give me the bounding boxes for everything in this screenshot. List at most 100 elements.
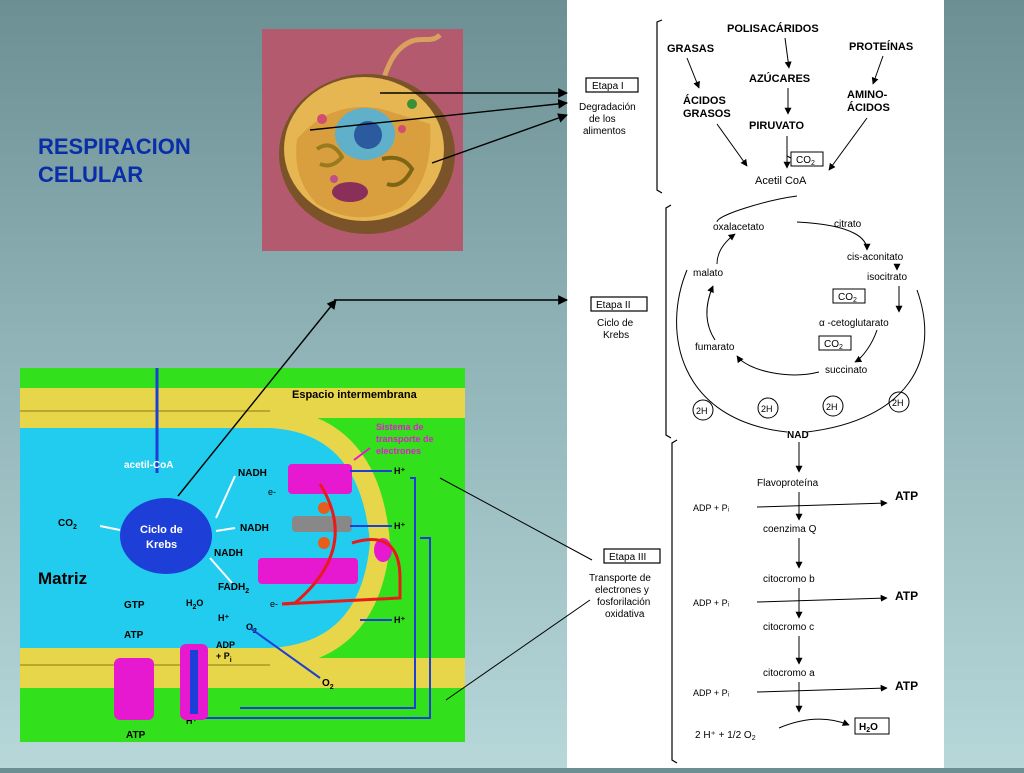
two-h-circle-4 — [888, 391, 910, 413]
krebs-arc-citrate — [796, 221, 871, 251]
adp-pi-label-1: ADP + Pᵢ — [693, 503, 729, 513]
krebs-arc-alfa — [854, 329, 878, 363]
fumarato-label: fumarato — [695, 342, 735, 353]
adp-label: ADP — [216, 640, 235, 650]
flagellum-shape — [377, 33, 442, 90]
pi-label: + Pi — [216, 651, 232, 664]
animal-cell-drawing — [279, 33, 455, 234]
nadh-arrow-2 — [215, 527, 236, 532]
er-shape — [381, 155, 415, 187]
stage1-line3: alimentos — [583, 126, 626, 137]
stage2-line2: Krebs — [603, 330, 629, 341]
coenzima-q-label: coenzima Q — [763, 524, 817, 535]
acetyl-coa-label: acetil-CoA — [124, 460, 173, 471]
krebs-cycle-circle — [120, 498, 212, 574]
o2-label-2: O2 — [322, 678, 334, 691]
connector-etc-stage3-2 — [445, 599, 591, 701]
atp-arrow-2 — [756, 594, 888, 603]
nadh-label-2: NADH — [240, 523, 269, 534]
aminoacidos-label-1: AMINO- — [847, 89, 888, 101]
nadh-arrow-1 — [215, 475, 236, 519]
co2-krebs-label-2: CO2 — [824, 339, 843, 351]
citrato-label: citrato — [834, 219, 862, 230]
cell-cross-section — [296, 107, 431, 218]
nadh-label-1: NADH — [238, 468, 267, 479]
organelle-dot — [398, 125, 406, 133]
connector-cell-stage1-2 — [309, 99, 568, 131]
krebs-arc-mal — [716, 233, 736, 265]
water-box — [854, 717, 890, 735]
oxygen-arrow — [249, 627, 321, 679]
stage2-title: Etapa II — [596, 300, 630, 311]
gtp-label: GTP — [124, 600, 145, 611]
stage3-line2: electrones y — [595, 585, 649, 596]
co2-arrow — [99, 525, 121, 531]
nucleolus-shape — [354, 121, 382, 149]
arrow-proteinas-aminoacidos — [871, 55, 884, 85]
co2-box-2 — [818, 335, 852, 351]
electron-label-1: e- — [268, 487, 276, 497]
organelle-dot — [407, 99, 417, 109]
adp-pi-label-3: ADP + Pᵢ — [693, 688, 729, 698]
arrow-polisacaridos-azucares — [784, 37, 792, 69]
h-plus-label-5: H⁺ — [186, 716, 197, 726]
water-label: H2O — [859, 722, 878, 734]
stage3-title: Etapa III — [609, 552, 646, 563]
stage1-line2: de los — [589, 114, 616, 125]
co2-stage1-label: CO2 — [796, 155, 815, 167]
citocromo-a-label: citocromo a — [763, 668, 815, 679]
ubiquinone-dot — [318, 502, 330, 514]
krebs-arc-succ — [736, 355, 820, 376]
azucares-label: AZÚCARES — [749, 72, 810, 85]
alfa-cetoglutarato-label: α -cetoglutarato — [819, 318, 889, 329]
citocromo-c-label: citocromo c — [763, 622, 814, 633]
proton-return-path — [240, 477, 416, 709]
stage3-bracket — [671, 439, 678, 764]
stage1-box — [585, 77, 639, 93]
two-h-label-3: 2H — [826, 402, 838, 412]
h2o-label: H2O — [186, 598, 203, 611]
fadh2-label: FADH2 — [218, 582, 249, 595]
slide-title-line2: CELULAR — [38, 162, 144, 187]
electron-system-pointer — [353, 447, 371, 461]
stage1-line1: Degradación — [579, 102, 636, 113]
flavoproteina-label: Flavoproteína — [757, 478, 819, 489]
two-h-label-2: 2H — [761, 404, 773, 414]
co2-label: CO2 — [58, 518, 77, 531]
stage3-line4: oxidativa — [605, 609, 645, 620]
slide-title-line1: RESPIRACION — [38, 134, 191, 159]
proteinas-label: PROTEÍNAS — [849, 40, 913, 53]
atp-label-3: ATP — [895, 679, 918, 693]
atp-synthase-1 — [114, 658, 154, 720]
two-h-label-4: 2H — [892, 398, 904, 408]
citocromo-b-label: citocromo b — [763, 574, 815, 585]
krebs-label-2: Krebs — [146, 539, 177, 551]
aminoacidos-label-2: ÁCIDOS — [847, 101, 890, 114]
connector-cell-stage1-3 — [431, 113, 568, 164]
oxalacetato-label: oxalacetato — [713, 222, 765, 233]
mitochondrion-diagram: Espacio intermembrana Sistema de transpo… — [20, 368, 465, 742]
cis-aconitato-label: cis-aconitato — [847, 252, 904, 263]
arrow-grasas-acidos — [686, 57, 700, 89]
matrix-label: Matriz — [38, 569, 87, 588]
mitochondrion-drawing: Espacio intermembrana Sistema de transpo… — [20, 368, 465, 741]
two-h-circle-2 — [757, 397, 779, 419]
water-arrow — [778, 718, 850, 729]
adp-pi-label-2: ADP + Pᵢ — [693, 598, 729, 608]
atp-label-1: ATP — [124, 630, 144, 641]
malato-label: malato — [693, 268, 723, 279]
stage3-line1: Transporte de — [589, 573, 651, 584]
electron-flow-path — [281, 483, 337, 606]
atp-label-2: ATP — [895, 589, 918, 603]
organelle-dot — [330, 175, 338, 183]
co2-box — [790, 151, 824, 167]
intermembrane-label: Espacio intermembrana — [292, 389, 418, 401]
atp-label-2: ATP — [126, 730, 146, 741]
electron-label-3: e- — [270, 599, 278, 609]
two-h-circle-3 — [822, 395, 844, 417]
stage2-box — [590, 296, 648, 312]
h-plus-label-4: H⁺ — [218, 613, 229, 623]
atp-arrow-3 — [756, 684, 888, 693]
acidos-grasos-label-1: ÁCIDOS — [683, 94, 726, 107]
organelle-dot — [317, 114, 327, 124]
